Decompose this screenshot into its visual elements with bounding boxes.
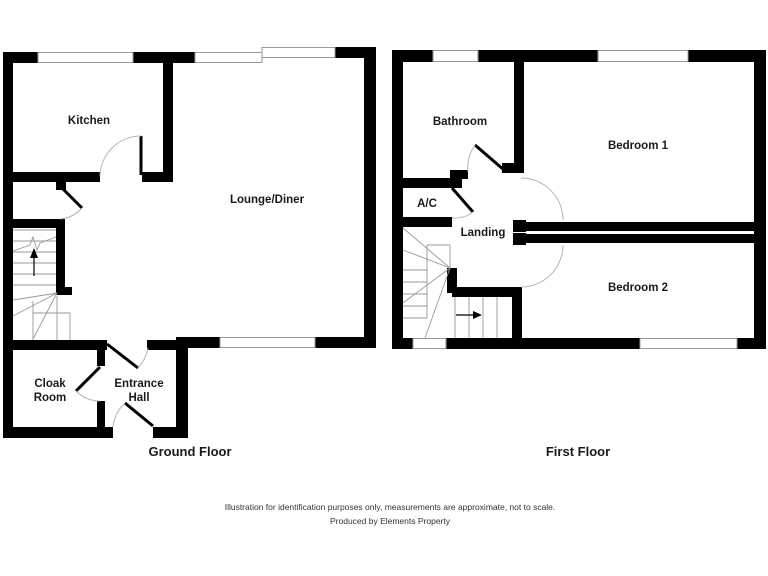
first-floor-doors bbox=[450, 143, 564, 288]
footer: Illustration for identification purposes… bbox=[225, 502, 556, 526]
lobby-door-arc bbox=[59, 207, 83, 220]
cloak-room-label-line1: Cloak bbox=[34, 378, 66, 390]
first-floor-stairs bbox=[402, 227, 498, 339]
bedroom2-door-arc bbox=[520, 244, 564, 288]
stairs-window bbox=[412, 338, 447, 349]
entrance-hall-label-line2: Hall bbox=[128, 392, 149, 404]
bedroom2-label: Bedroom 2 bbox=[608, 282, 668, 294]
ac-label: A/C bbox=[417, 198, 437, 210]
ground-floor-title: Ground Floor bbox=[148, 444, 231, 459]
first-floor-walls bbox=[392, 50, 766, 349]
lounge-door-leaf bbox=[106, 342, 139, 370]
ground-floor-labels: Kitchen Lounge/Diner Cloak Room Entrance… bbox=[34, 115, 305, 459]
first-floor-labels: Bathroom A/C Landing Bedroom 1 Bedroom 2… bbox=[417, 116, 669, 459]
ground-floor-walls bbox=[3, 47, 376, 438]
kitchen-label: Kitchen bbox=[68, 115, 110, 127]
bedroom1-label: Bedroom 1 bbox=[608, 140, 669, 152]
lobby-door-leaf bbox=[58, 184, 84, 210]
lounge-door-arc bbox=[137, 347, 149, 369]
bedroom2-window bbox=[639, 338, 738, 349]
bathroom-label: Bathroom bbox=[433, 116, 487, 128]
cloakroom-door-leaf bbox=[74, 365, 102, 393]
bathroom-door-leaf bbox=[474, 143, 505, 172]
front-door-leaf bbox=[124, 401, 154, 428]
ground-floor-stairs bbox=[12, 229, 71, 340]
first-floor-windows bbox=[412, 50, 738, 349]
first-floor-plan: Bathroom A/C Landing Bedroom 1 Bedroom 2… bbox=[392, 50, 766, 459]
lounge-window-left bbox=[194, 52, 263, 63]
lounge-diner-label: Lounge/Diner bbox=[230, 194, 305, 206]
bathroom-door-arc bbox=[467, 144, 476, 173]
bedroom1-door-arc bbox=[520, 177, 564, 221]
ac-door-arc bbox=[451, 211, 474, 219]
footer-producer: Produced by Elements Property bbox=[330, 516, 451, 526]
ground-floor-windows bbox=[37, 47, 336, 348]
ac-door-leaf bbox=[450, 187, 475, 213]
bedroom1-window bbox=[597, 50, 689, 62]
bathroom-window bbox=[432, 50, 479, 62]
ground-floor-doors bbox=[58, 135, 154, 428]
front-door-arc bbox=[112, 402, 126, 428]
kitchen-door-arc bbox=[99, 135, 142, 177]
cloak-room-label-line2: Room bbox=[34, 392, 67, 404]
ground-floor-plan: Kitchen Lounge/Diner Cloak Room Entrance… bbox=[3, 47, 376, 459]
entrance-hall-label-line1: Entrance bbox=[114, 378, 163, 390]
kitchen-window bbox=[37, 52, 134, 63]
landing-label: Landing bbox=[461, 227, 506, 239]
stairs-down-arrow bbox=[473, 311, 482, 319]
cloakroom-door-arc bbox=[75, 390, 101, 402]
first-floor-title: First Floor bbox=[546, 444, 610, 459]
lounge-window-bottom bbox=[219, 337, 316, 348]
footer-disclaimer: Illustration for identification purposes… bbox=[225, 502, 556, 512]
stairs-up-arrow bbox=[30, 248, 38, 258]
lounge-window-right bbox=[261, 47, 336, 58]
